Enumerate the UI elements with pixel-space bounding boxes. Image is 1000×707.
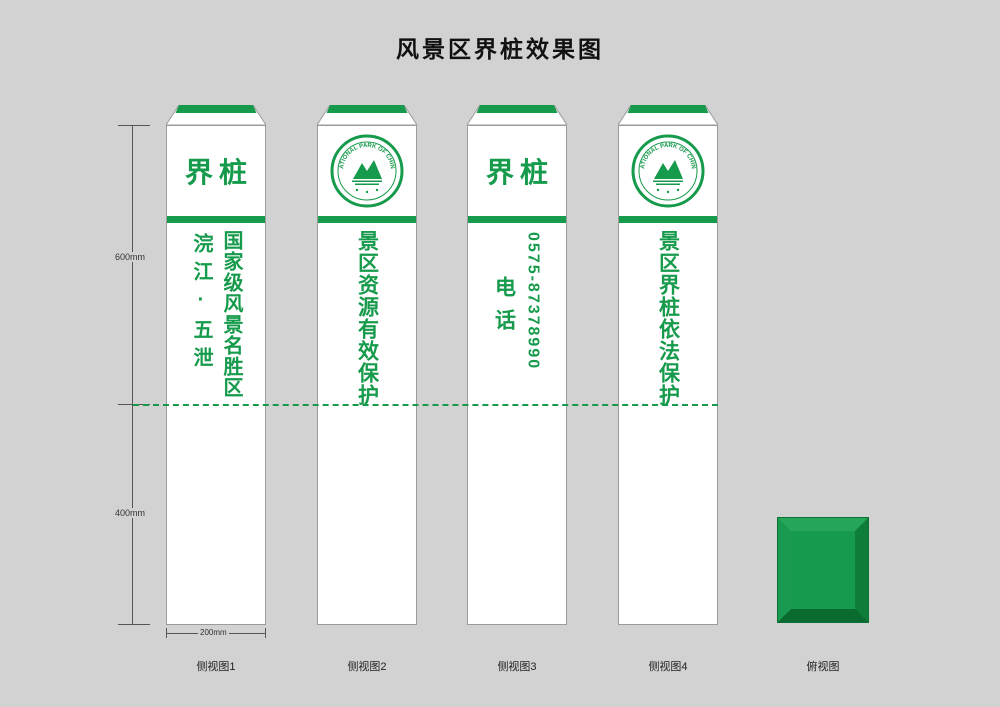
post-text-area: 浣江·五泄 国家级风景名胜区: [167, 223, 265, 624]
view-label-side-3: 侧视图3: [497, 661, 537, 673]
green-divider-bar: [619, 216, 717, 223]
vertical-text-right: 国家级风景名胜区: [220, 230, 242, 398]
post-body: 界桩 电话 0575-87378990: [467, 125, 567, 625]
boundary-post-3: 界桩 电话 0575-87378990: [467, 105, 567, 625]
dimension-tick-left: [166, 628, 167, 638]
post-header: NATIONAL PARK OF CHINA: [619, 126, 717, 216]
page-title: 风景区界桩效果图: [396, 37, 604, 62]
vertical-text-left: 浣江·五泄: [190, 233, 212, 375]
post-body: NATIONAL PARK OF CHINA 景区资源有效保护: [317, 125, 417, 625]
post-header: NATIONAL PARK OF CHINA: [318, 126, 416, 216]
post-cap-icon: [317, 105, 417, 125]
post-text-area: 景区界桩依法保护: [619, 223, 717, 624]
scenic-area-emblem-icon: NATIONAL PARK OF CHINA: [630, 133, 705, 208]
view-label-side-2: 侧视图2: [347, 661, 387, 673]
dimension-line-vertical: [132, 125, 133, 625]
green-divider-bar: [318, 216, 416, 223]
post-header-text: 界桩: [485, 157, 554, 188]
post-body: NATIONAL PARK OF CHINA 景区界桩依法保护: [618, 125, 718, 625]
green-divider-bar: [468, 216, 566, 223]
post-header: 界桩: [167, 126, 265, 216]
ground-dashed-line: [133, 404, 718, 406]
view-label-side-4: 侧视图4: [648, 661, 688, 673]
boundary-post-1: 界桩 浣江·五泄 国家级风景名胜区: [166, 105, 266, 625]
post-text-area: 电话 0575-87378990: [468, 223, 566, 624]
scenic-area-emblem-icon: NATIONAL PARK OF CHINA: [329, 133, 404, 208]
dimension-tick-top: [118, 125, 150, 126]
post-cap-icon: [467, 105, 567, 125]
view-label-side-1: 侧视图1: [196, 661, 236, 673]
post-header-text: 界桩: [184, 157, 253, 188]
boundary-post-4: NATIONAL PARK OF CHINA 景区界桩依法保护: [618, 105, 718, 625]
post-cap-icon: [618, 105, 718, 125]
dimension-label-200mm: 200mm: [198, 628, 229, 637]
green-divider-bar: [167, 216, 265, 223]
post-text-area: 景区资源有效保护: [318, 223, 416, 624]
post-cap-icon: [166, 105, 266, 125]
boundary-post-2: NATIONAL PARK OF CHINA 景区资源有效保护: [317, 105, 417, 625]
view-label-top: 俯视图: [806, 661, 840, 673]
post-body: 界桩 浣江·五泄 国家级风景名胜区: [166, 125, 266, 625]
top-view-square: [777, 517, 869, 623]
phone-number-text: 0575-87378990: [524, 232, 542, 371]
vertical-text: 景区资源有效保护: [355, 230, 379, 406]
dimension-tick-right: [265, 628, 266, 638]
vertical-text: 景区界桩依法保护: [656, 230, 680, 406]
dimension-label-600mm: 600mm: [113, 252, 148, 262]
vertical-text-left: 电话: [492, 276, 516, 342]
dimension-label-400mm: 400mm: [113, 508, 148, 518]
post-header: 界桩: [468, 126, 566, 216]
dimension-tick-bottom: [118, 624, 150, 625]
